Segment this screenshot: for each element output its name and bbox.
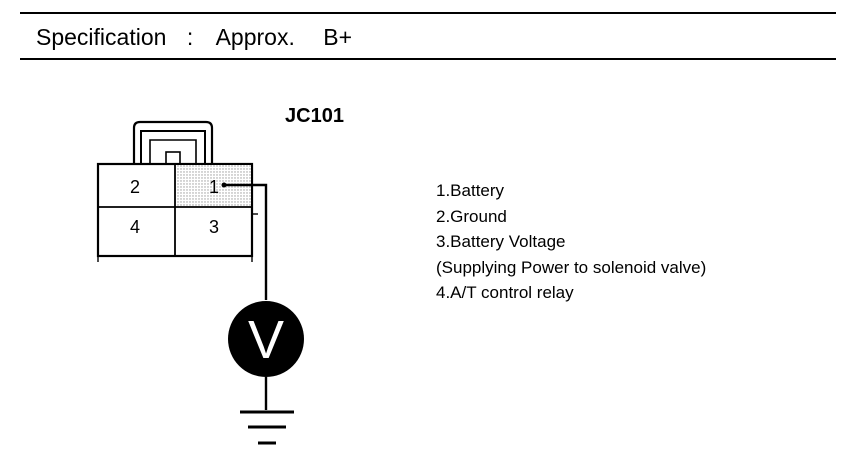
voltmeter-icon: V xyxy=(228,301,304,377)
bottom-rule xyxy=(20,58,836,60)
specification-value: B+ xyxy=(323,24,353,50)
specification-approx: Approx. xyxy=(215,24,295,50)
pin-legend: 1.Battery 2.Ground 3.Battery Voltage (Su… xyxy=(436,178,706,306)
connector-latch xyxy=(132,120,214,165)
pin-4-number: 4 xyxy=(130,217,140,237)
connector-housing xyxy=(96,162,258,262)
specification-line: Specification : Approx. B+ xyxy=(36,24,352,51)
voltmeter-symbol: V xyxy=(248,310,284,370)
connector-name: JC101 xyxy=(285,105,344,127)
ground-icon xyxy=(240,377,294,445)
top-rule xyxy=(20,12,836,14)
legend-line: 3.Battery Voltage xyxy=(436,232,566,251)
pin-3-number: 3 xyxy=(209,217,219,237)
pin-2-number: 2 xyxy=(130,177,140,197)
probe-wire xyxy=(221,182,268,300)
specification-label: Specification xyxy=(36,24,167,50)
legend-line: 2.Ground xyxy=(436,206,507,226)
legend-line: 1.Battery xyxy=(436,181,505,200)
specification-separator: : xyxy=(186,24,194,50)
legend-line: (Supplying Power to solenoid valve) xyxy=(436,257,707,277)
legend-line: 4.A/T control relay xyxy=(436,283,574,302)
pin-1-number: 1 xyxy=(209,177,219,197)
